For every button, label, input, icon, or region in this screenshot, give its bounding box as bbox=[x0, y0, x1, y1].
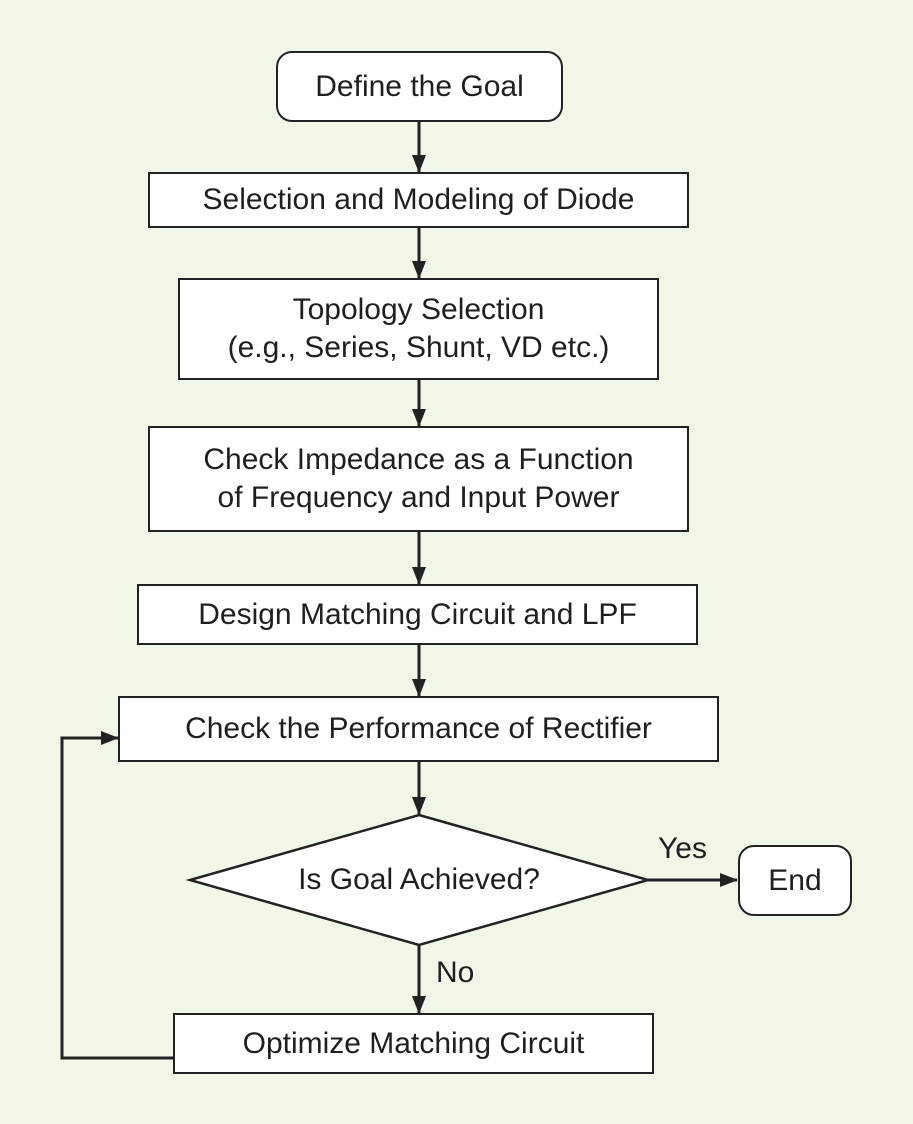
step-diode-selection-label: Selection and Modeling of Diode bbox=[202, 183, 635, 216]
start-label: Define the Goal bbox=[315, 69, 524, 103]
step-optimize-matching-label: Optimize Matching Circuit bbox=[242, 1026, 585, 1060]
end-label: End bbox=[768, 863, 822, 897]
step-impedance-line2: of Frequency and Input Power bbox=[217, 481, 620, 514]
step-check-performance: Check the Performance of Rectifier bbox=[118, 696, 719, 762]
step-impedance-line1: Check Impedance as a Function bbox=[203, 443, 634, 476]
step-optimize-matching: Optimize Matching Circuit bbox=[173, 1013, 654, 1074]
step-topology-line1: Topology Selection bbox=[292, 293, 545, 326]
step-topology-line2: (e.g., Series, Shunt, VD etc.) bbox=[227, 331, 610, 364]
step-topology-selection: Topology Selection (e.g., Series, Shunt,… bbox=[178, 278, 659, 380]
end-terminal: End bbox=[738, 845, 852, 916]
decision-label: Is Goal Achieved? bbox=[298, 863, 540, 896]
step-design-matching: Design Matching Circuit and LPF bbox=[137, 584, 698, 645]
step-check-performance-label: Check the Performance of Rectifier bbox=[185, 712, 652, 745]
no-label: No bbox=[436, 956, 475, 989]
step-check-impedance: Check Impedance as a Function of Frequen… bbox=[148, 426, 689, 532]
step-design-matching-label: Design Matching Circuit and LPF bbox=[198, 597, 637, 631]
feedback-loop-arrow bbox=[60, 731, 174, 1060]
step-diode-selection: Selection and Modeling of Diode bbox=[148, 172, 689, 228]
start-terminal: Define the Goal bbox=[276, 51, 563, 122]
yes-label: Yes bbox=[658, 832, 707, 865]
